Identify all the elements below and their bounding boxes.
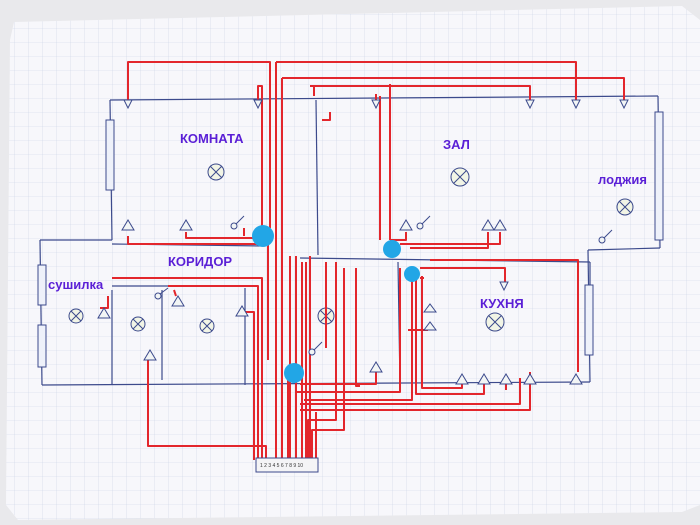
fixtures <box>97 99 629 385</box>
switch-icon <box>598 229 613 244</box>
room-label-lodzhiya: лоджия <box>598 172 647 187</box>
socket-icon <box>423 303 437 313</box>
socket-icon <box>499 373 513 385</box>
terminal-block-label: 1 2 3 4 5 6 7 8 9 10 <box>260 463 303 469</box>
windows <box>37 111 664 368</box>
socket-icon <box>399 219 413 231</box>
socket-icon <box>143 349 157 361</box>
room-label-sushilka: сушилка <box>48 277 104 292</box>
room-label-zal: ЗАЛ <box>443 137 470 152</box>
junction-box-icon <box>252 225 274 247</box>
socket-icon <box>171 295 185 307</box>
room-label-komnata: КОМНАТА <box>180 131 244 146</box>
terminal-block: 1 2 3 4 5 6 7 8 9 10 <box>255 457 319 473</box>
socket-icon <box>371 99 381 110</box>
lamp-icon <box>616 198 634 216</box>
socket-icon <box>477 373 491 385</box>
socket-icon <box>571 99 581 110</box>
ceiling-lamps <box>68 163 634 334</box>
socket-icon <box>123 99 133 110</box>
junction-box-icon <box>284 363 304 383</box>
wiring <box>100 61 625 460</box>
lamp-icon <box>130 316 146 332</box>
switch-icon <box>154 287 169 300</box>
junction-box-icon <box>383 240 401 258</box>
socket-icon <box>525 99 535 110</box>
junction-box-icon <box>404 266 420 282</box>
socket-icon <box>423 321 437 331</box>
socket-icon <box>179 219 193 231</box>
lamp-icon <box>450 167 470 187</box>
socket-icon <box>455 373 469 385</box>
switch-icon <box>230 215 245 230</box>
switch-icon <box>416 215 431 230</box>
socket-icon <box>619 99 629 110</box>
room-label-kukhnya: КУХНЯ <box>480 296 524 311</box>
socket-icon <box>121 219 135 231</box>
socket-icon <box>253 99 263 110</box>
socket-icon <box>369 361 383 373</box>
lamp-icon <box>485 312 505 332</box>
lamp-icon <box>207 163 225 181</box>
junction-boxes <box>252 225 420 383</box>
lamp-icon <box>199 318 215 334</box>
socket-icon <box>97 307 111 319</box>
socket-icon <box>481 219 495 231</box>
socket-icon <box>235 305 249 317</box>
room-label-koridor: КОРИДОР <box>168 254 232 269</box>
graph-paper <box>6 6 700 520</box>
lamp-icon <box>68 308 84 324</box>
socket-icon <box>523 373 537 385</box>
switch-icon <box>308 341 323 356</box>
socket-icon <box>499 281 509 292</box>
socket-icon <box>569 373 583 385</box>
socket-icon <box>493 219 507 231</box>
